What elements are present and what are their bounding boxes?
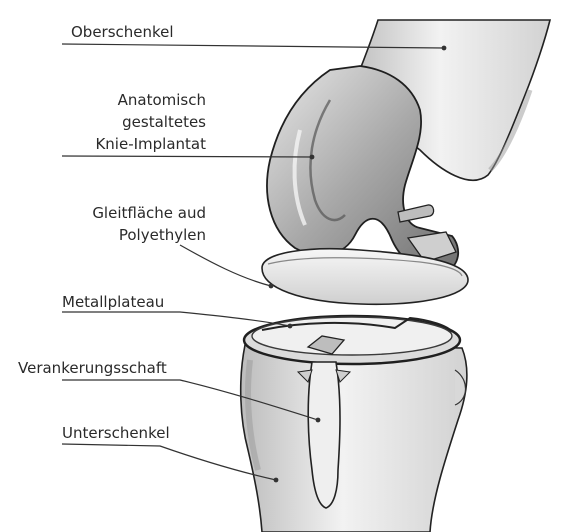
label-implantat-line2: gestaltetes — [60, 111, 206, 133]
dot-unterschenkel — [274, 478, 279, 483]
leader-metallplateau — [62, 312, 290, 326]
dot-verankerungsschaft — [316, 418, 321, 423]
label-verankerungsschaft: Verankerungsschaft — [18, 357, 167, 379]
dot-oberschenkel — [442, 46, 447, 51]
label-metallplateau: Metallplateau — [62, 291, 164, 313]
dot-metallplateau — [288, 324, 293, 329]
leader-gleitflaeche — [180, 245, 271, 286]
label-implantat-line1: Anatomisch — [60, 89, 206, 111]
label-gleitflaeche-line1: Gleitfläche aud — [40, 202, 206, 224]
label-unterschenkel: Unterschenkel — [62, 422, 170, 444]
leader-unterschenkel — [62, 444, 276, 480]
dot-gleitflaeche — [269, 284, 274, 289]
label-oberschenkel: Oberschenkel — [71, 21, 174, 43]
label-implantat-line3: Knie-Implantat — [60, 133, 206, 155]
tibia-bone — [241, 345, 467, 532]
label-gleitflaeche-line2: Polyethylen — [40, 224, 206, 246]
dot-implantat — [310, 155, 315, 160]
